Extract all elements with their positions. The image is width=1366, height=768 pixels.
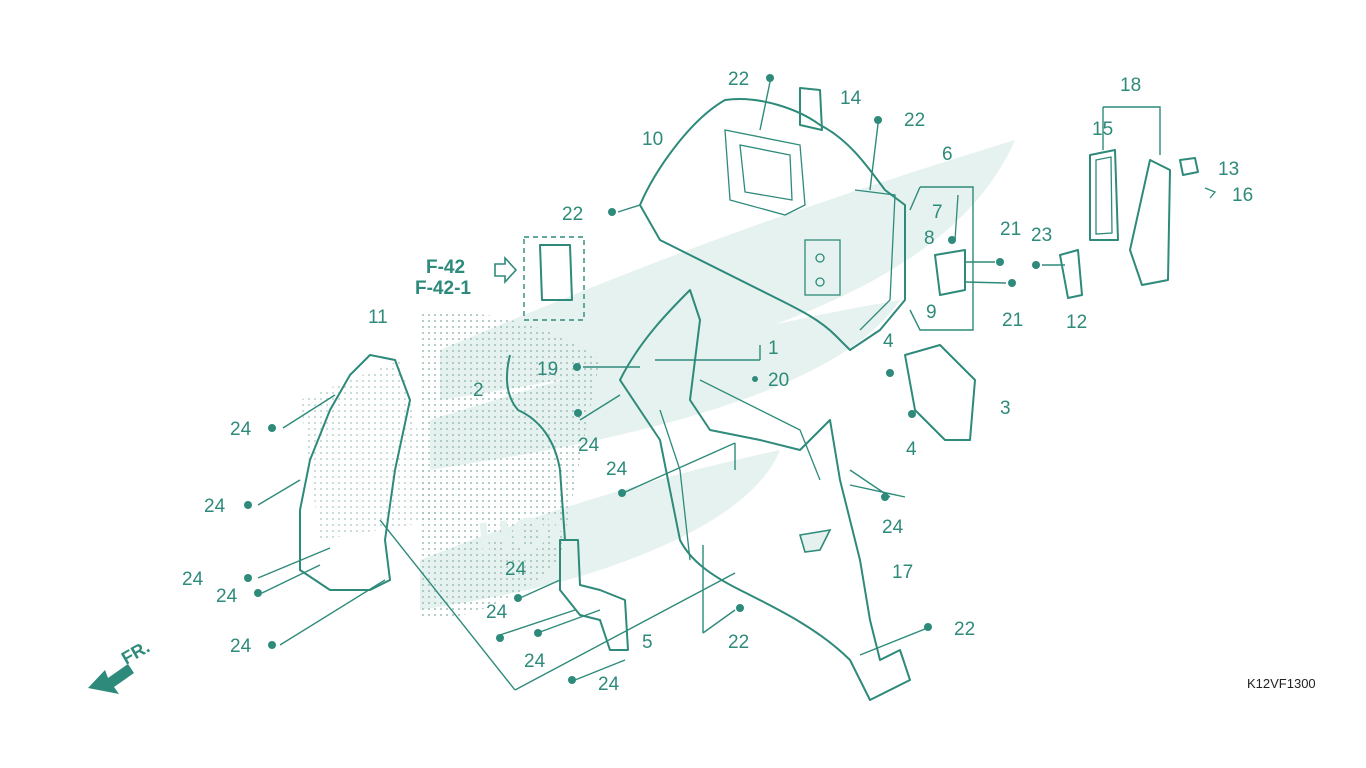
callout-14: 14 — [840, 88, 862, 109]
callout-13: 13 — [1218, 159, 1239, 180]
callout-12: 12 — [1066, 312, 1087, 333]
screws — [244, 74, 1065, 684]
callout-5: 5 — [642, 632, 653, 653]
front-direction-indicator: FR. — [88, 637, 153, 694]
part-14-clip — [799, 87, 823, 131]
reference-connector — [494, 236, 585, 321]
callout-21-bottom: 21 — [1002, 310, 1023, 331]
callout-21-top: 21 — [1000, 219, 1021, 240]
callout-24-i: 24 — [486, 602, 508, 623]
callout-1: 1 — [768, 338, 779, 359]
callout-22-left: 22 — [562, 204, 583, 225]
callout-24-j: 24 — [524, 651, 546, 672]
callout-24-c: 24 — [182, 569, 204, 590]
reference-f42: F-42 — [426, 257, 465, 278]
front-arrow-icon — [88, 664, 134, 694]
callout-24-e: 24 — [230, 636, 252, 657]
part-13-clip — [1179, 157, 1199, 176]
callout-18: 18 — [1120, 75, 1141, 96]
part-18-pocket-lid — [1089, 106, 1171, 286]
callout-24-f: 24 — [578, 435, 600, 456]
callout-23: 23 — [1031, 225, 1052, 246]
callout-19: 19 — [537, 359, 558, 380]
callout-7: 7 — [932, 202, 943, 223]
callout-3: 3 — [1000, 398, 1011, 419]
callout-22-top: 22 — [728, 69, 749, 90]
callout-24-g: 24 — [606, 459, 628, 480]
callout-10: 10 — [642, 129, 663, 150]
reference-arrow-icon — [494, 255, 518, 285]
diagram-code: K12VF1300 — [1247, 676, 1316, 691]
part-6-assembly — [909, 186, 974, 331]
callout-2: 2 — [473, 380, 484, 401]
callout-24-h: 24 — [505, 559, 527, 580]
callout-6: 6 — [942, 144, 953, 165]
callout-11: 11 — [368, 307, 388, 328]
callout-24-k: 24 — [598, 674, 620, 695]
part-11-side-cover — [299, 354, 411, 591]
part-16-spring — [1204, 187, 1217, 199]
part-2-cable — [505, 354, 566, 541]
callout-8: 8 — [924, 228, 935, 249]
callout-22-bottom: 22 — [728, 632, 749, 653]
callout-24-d: 24 — [216, 586, 238, 607]
callout-20: 20 — [768, 370, 789, 391]
part-3-cover — [904, 344, 976, 441]
callout-4-bottom: 4 — [906, 439, 917, 460]
part-12-hinge — [1059, 249, 1083, 299]
callout-4-top: 4 — [883, 331, 894, 352]
callout-22-right: 22 — [954, 619, 975, 640]
callout-24-l: 24 — [882, 517, 904, 538]
wing-logo-watermark: HONDA — [300, 140, 1015, 620]
callout-22-upper-right: 22 — [904, 110, 925, 131]
callout-15: 15 — [1092, 119, 1113, 140]
part-10-upper-inner-cover — [639, 98, 906, 351]
front-label: FR. — [118, 637, 153, 669]
reference-f42-1: F-42-1 — [415, 278, 471, 299]
part-17-lower-inner-cover — [619, 289, 911, 701]
bolt-leaders — [257, 394, 931, 691]
part-5-bracket — [559, 539, 629, 651]
callout-16: 16 — [1232, 185, 1253, 206]
callout-24-a: 24 — [230, 419, 252, 440]
callout-24-b: 24 — [204, 496, 226, 517]
callout-9: 9 — [926, 302, 937, 323]
callout-17: 17 — [892, 562, 913, 583]
